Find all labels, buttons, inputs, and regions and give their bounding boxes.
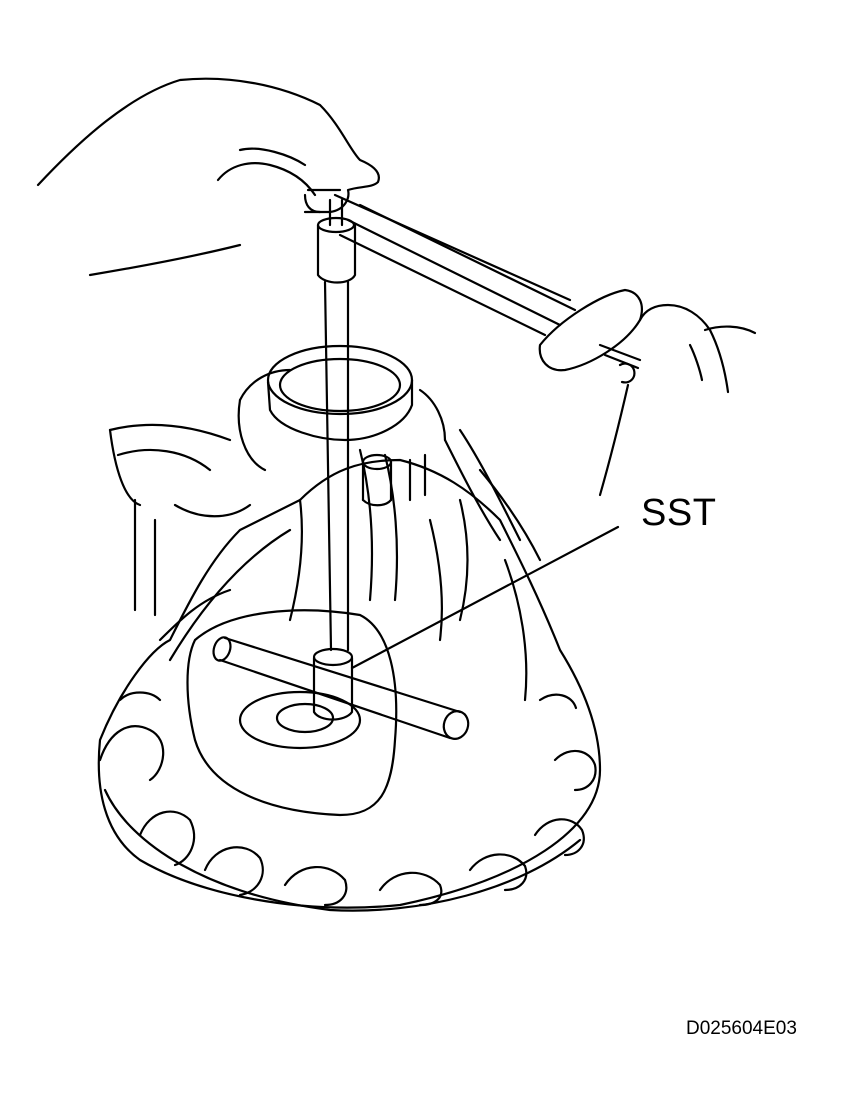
hand-illustration [36, 77, 757, 497]
transmission-housing [97, 344, 602, 912]
special-service-tool [212, 636, 470, 740]
extension-shaft [316, 198, 357, 652]
callout-leader-line [350, 525, 620, 670]
torque-wrench [333, 193, 643, 372]
callout-label-sst: SST [641, 492, 717, 534]
figure-code: D025604E03 [686, 1018, 797, 1039]
